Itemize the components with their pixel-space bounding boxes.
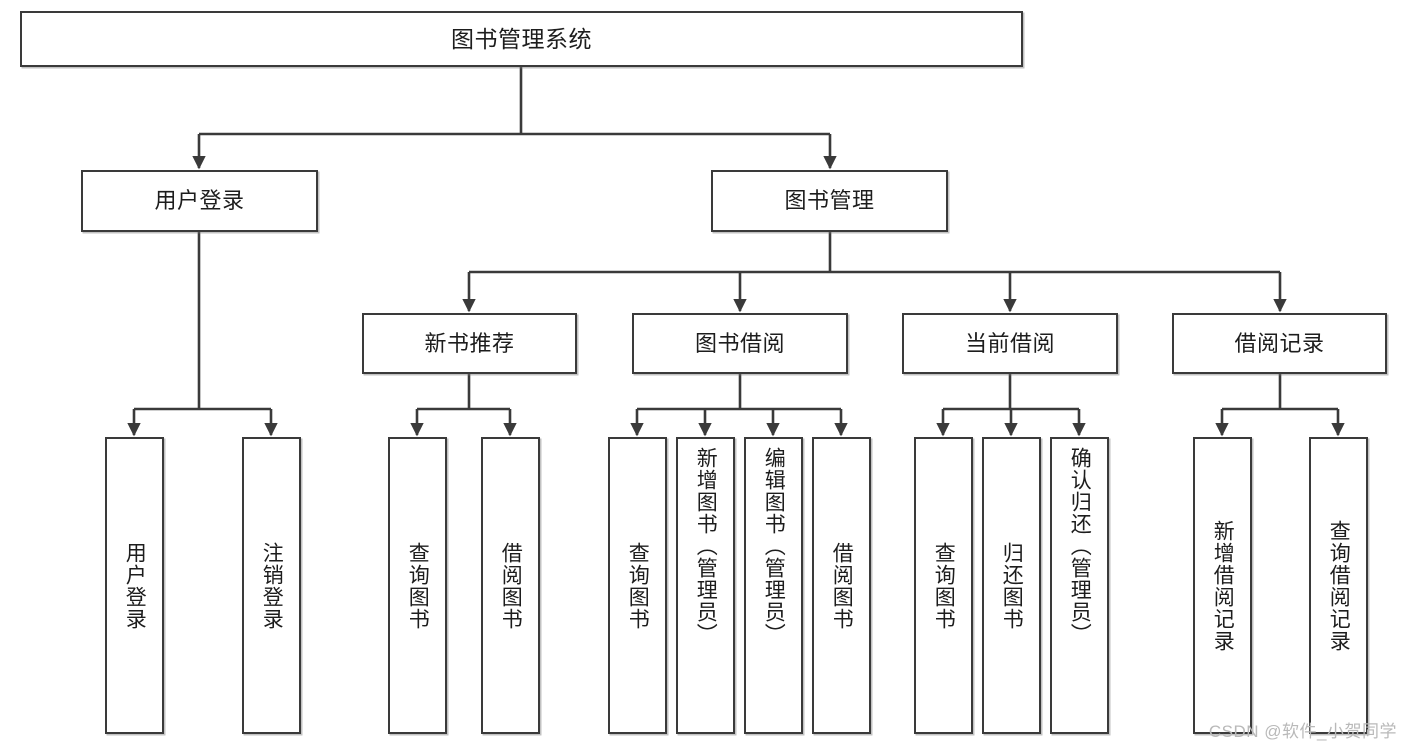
node-label: 新增图书（管理员） [694,447,718,645]
node-label: 图书借阅 [694,330,785,356]
leaf-user-login-login[interactable]: 用户登录 [105,437,164,734]
node-borrow-record[interactable]: 借阅记录 [1172,313,1387,374]
leaf-borrow-record-add[interactable]: 新增借阅记录 [1193,437,1252,734]
leaf-current-borrow-query[interactable]: 查询图书 [914,437,973,734]
node-label: 借阅图书 [830,541,854,630]
node-book-management[interactable]: 图书管理 [711,170,948,232]
node-label: 注销登录 [260,541,284,630]
leaf-borrow-record-query[interactable]: 查询借阅记录 [1309,437,1368,734]
node-label: 查询图书 [932,541,956,630]
node-label: 归还图书 [1000,541,1024,630]
node-label: 编辑图书（管理员） [762,447,786,645]
node-label: 查询借阅记录 [1327,519,1351,652]
node-label: 确认归还（管理员） [1068,447,1092,645]
node-current-borrow[interactable]: 当前借阅 [902,313,1118,374]
leaf-book-borrow-borrow[interactable]: 借阅图书 [812,437,871,734]
leaf-book-borrow-query[interactable]: 查询图书 [608,437,667,734]
node-book-borrow[interactable]: 图书借阅 [632,313,848,374]
leaf-current-borrow-return[interactable]: 归还图书 [982,437,1041,734]
node-label: 用户登录 [154,188,245,214]
node-label: 图书管理 [784,188,875,214]
node-label: 查询图书 [406,541,430,630]
node-label: 新增借阅记录 [1211,519,1235,652]
node-label: 用户登录 [123,541,147,630]
leaf-current-borrow-confirm-return[interactable]: 确认归还（管理员） [1050,437,1109,734]
node-label: 借阅图书 [499,541,523,630]
node-label: 借阅记录 [1234,330,1325,356]
node-label: 图书管理系统 [451,25,592,52]
leaf-new-book-borrow[interactable]: 借阅图书 [481,437,540,734]
node-label: 新书推荐 [424,330,515,356]
node-user-login[interactable]: 用户登录 [81,170,318,232]
node-label: 当前借阅 [964,330,1055,356]
leaf-book-borrow-add[interactable]: 新增图书（管理员） [676,437,735,734]
watermark: CSDN @软件_小贺同学 [1208,722,1397,741]
node-new-book-recommend[interactable]: 新书推荐 [362,313,577,374]
leaf-user-login-logout[interactable]: 注销登录 [242,437,301,734]
leaf-book-borrow-edit[interactable]: 编辑图书（管理员） [744,437,803,734]
leaf-new-book-query[interactable]: 查询图书 [388,437,447,734]
node-label: 查询图书 [626,541,650,630]
node-root-system[interactable]: 图书管理系统 [20,11,1023,67]
